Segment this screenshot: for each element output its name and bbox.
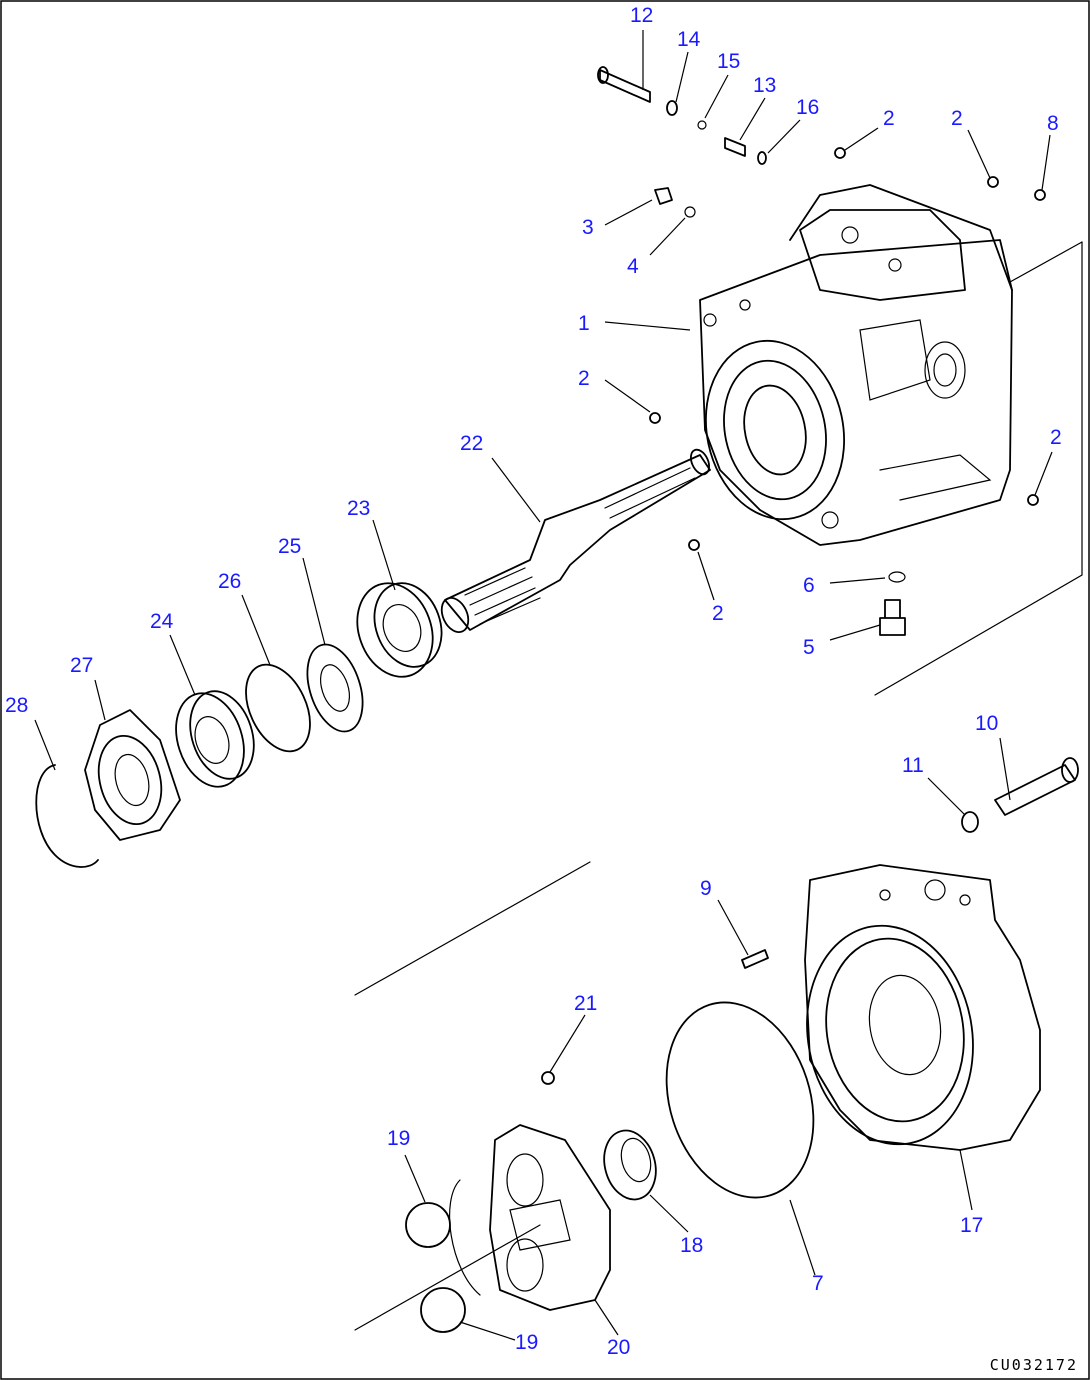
callout-20: 20	[607, 1336, 630, 1359]
callout-7: 7	[812, 1272, 824, 1295]
plug-part-19-b	[420, 1287, 466, 1333]
washer-part-11	[961, 811, 979, 833]
o-ring-part-7	[665, 1001, 815, 1199]
washer-part-16	[757, 151, 767, 165]
washer-part-14	[666, 100, 678, 116]
o-ring-part-4	[684, 206, 696, 218]
plug-part-13	[724, 137, 746, 157]
callout-5: 5	[803, 636, 815, 659]
callout-12: 12	[630, 4, 653, 27]
callout-2: 2	[951, 107, 963, 130]
gear-part-18	[603, 1129, 657, 1201]
callout-2: 2	[1050, 426, 1062, 449]
drawing-number: CU032172	[990, 1356, 1078, 1374]
callout-21: 21	[574, 992, 597, 1015]
callout-6: 6	[803, 574, 815, 597]
callout-10: 10	[975, 712, 998, 735]
o-ring-part-15	[697, 120, 707, 130]
oil-seal-part-25	[306, 643, 364, 733]
o-ring-part-6	[888, 571, 906, 583]
plug-part-5	[879, 599, 906, 636]
bolt-part-10	[994, 757, 1079, 816]
plug-part-21	[541, 1071, 555, 1085]
case-part-17	[804, 864, 1041, 1151]
cover-part-20	[449, 1124, 611, 1311]
plug-part-3	[654, 187, 673, 205]
bolt-part-12	[597, 66, 651, 103]
callout-8: 8	[1047, 112, 1059, 135]
callout-2: 2	[883, 107, 895, 130]
callout-16: 16	[796, 96, 819, 119]
callout-labels: 12 14 15 13 16 2 2 8 3 4 1 2 22 2 23 2 6…	[5, 4, 1062, 1359]
assembly-axis-lines	[354, 241, 1083, 1331]
callout-28: 28	[5, 694, 28, 717]
callout-24: 24	[150, 610, 174, 633]
callout-1: 1	[578, 312, 590, 335]
callout-17: 17	[960, 1214, 983, 1237]
snap-ring-part-28	[35, 764, 99, 868]
bearing-part-23	[356, 582, 443, 678]
callout-2: 2	[712, 602, 724, 625]
callout-3: 3	[582, 216, 594, 239]
pump-housing-part-1	[699, 184, 1013, 546]
leader-lines	[34, 30, 1053, 1341]
plug-part-19-a	[405, 1202, 451, 1248]
callout-23: 23	[347, 497, 370, 520]
callout-25: 25	[278, 535, 301, 558]
coupling-part-24	[175, 690, 255, 788]
callout-15: 15	[717, 50, 740, 73]
callout-9: 9	[700, 877, 712, 900]
plug-part-2-b	[987, 176, 999, 188]
callout-2: 2	[578, 367, 590, 390]
o-ring-part-26	[245, 663, 311, 753]
callout-27: 27	[70, 654, 93, 677]
plug-part-2-a	[834, 147, 846, 159]
pin-part-9	[741, 949, 769, 969]
callout-19: 19	[387, 1127, 410, 1150]
callout-22: 22	[460, 432, 483, 455]
callout-14: 14	[677, 28, 701, 51]
callout-13: 13	[753, 74, 776, 97]
callout-26: 26	[218, 570, 241, 593]
callout-11: 11	[902, 754, 924, 777]
o-ring-part-8	[1034, 189, 1046, 201]
plug-part-2-e	[688, 539, 700, 551]
plug-part-2-d	[1027, 494, 1039, 506]
callout-18: 18	[680, 1234, 703, 1257]
flange-part-27	[84, 709, 181, 841]
plug-part-2-c	[649, 412, 661, 424]
drive-shaft-part-22	[440, 448, 711, 633]
callout-4: 4	[627, 255, 639, 278]
callout-19: 19	[515, 1331, 538, 1354]
